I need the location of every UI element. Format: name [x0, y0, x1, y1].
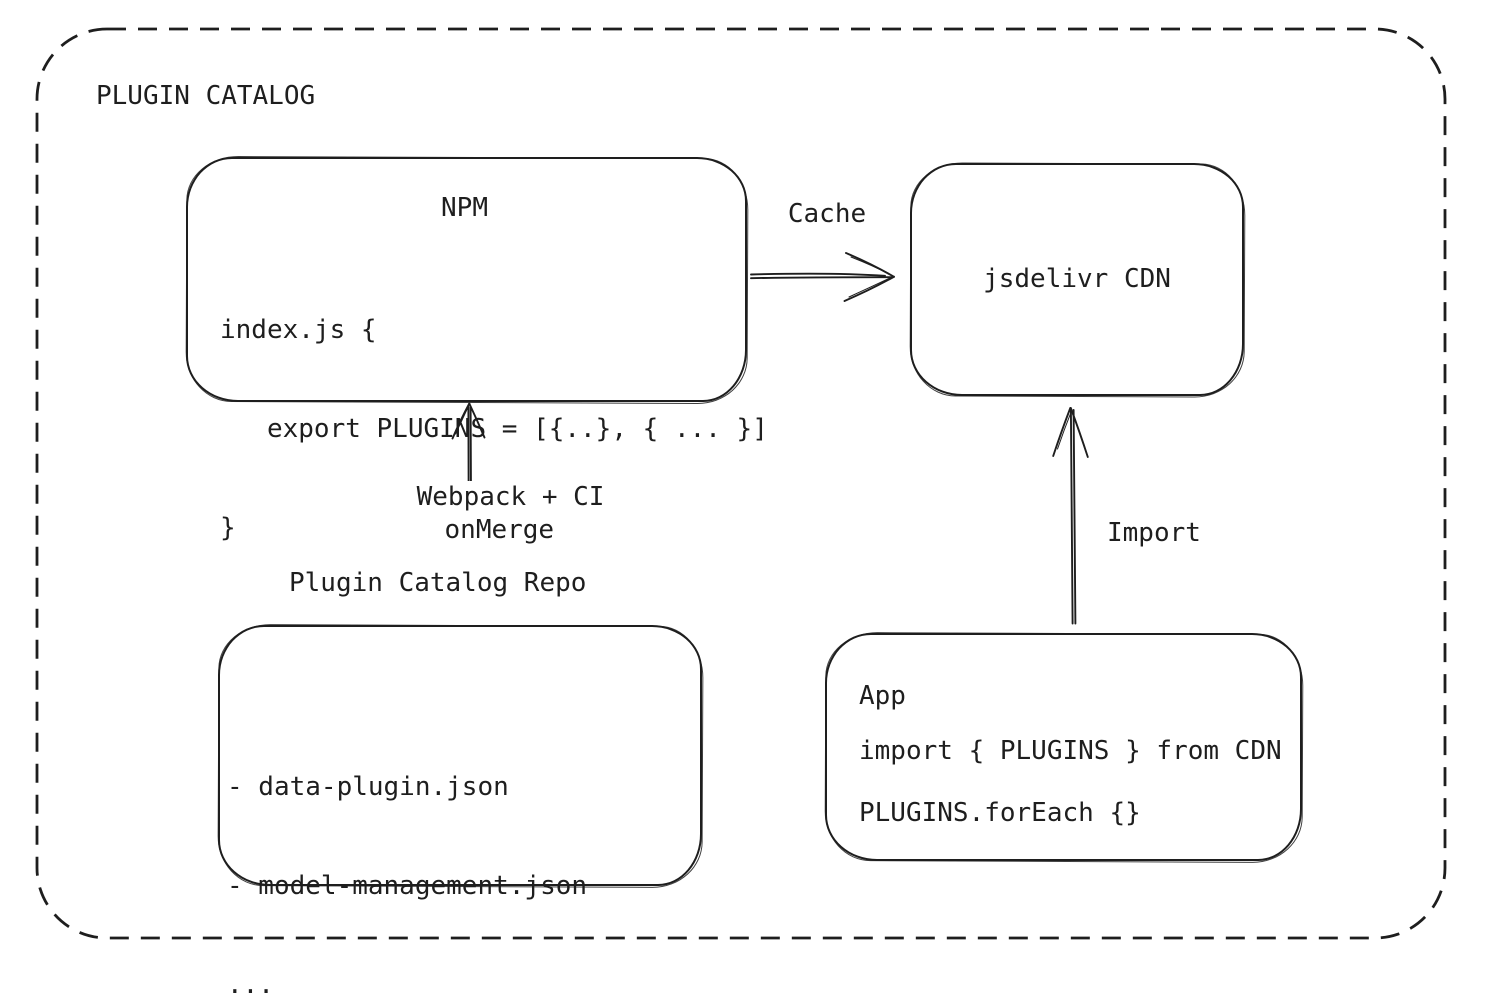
app-code-foreach-line: PLUGINS.forEach {} — [859, 798, 1141, 828]
repo-file-line: - model-management.json — [227, 871, 588, 901]
plugin-catalog-boundary — [35, 27, 1447, 940]
cdn-node: jsdelivr CDN — [910, 163, 1244, 396]
repo-file-line: ... — [227, 970, 274, 1000]
build-arrow-label: Webpack + CI onMerge — [348, 448, 611, 580]
npm-code-line: index.js { — [220, 315, 377, 345]
plugin-catalog-title: PLUGIN CATALOG — [96, 81, 316, 111]
import-arrow — [1052, 407, 1089, 625]
import-arrow-label: Import — [1107, 518, 1201, 548]
app-node-title: App — [859, 681, 906, 711]
cache-arrow-label: Cache — [787, 199, 867, 229]
repo-node — [218, 625, 702, 886]
repo-node-files: - data-plugin.json - model-management.js… — [227, 705, 587, 1002]
repo-file-line: - data-plugin.json — [227, 772, 509, 802]
npm-code-line: } — [220, 513, 236, 543]
build-arrow-label-line2: onMerge — [438, 514, 561, 547]
npm-node-title: NPM — [441, 193, 488, 223]
repo-node-title: Plugin Catalog Repo — [289, 568, 587, 598]
npm-code-line: export PLUGINS = [{..}, { ... }] — [220, 414, 768, 444]
npm-node — [186, 157, 747, 402]
npm-node-code: index.js { export PLUGINS = [{..}, { ...… — [220, 248, 768, 611]
cdn-node-label: jsdelivr CDN — [983, 264, 1171, 294]
build-arrow-label-line1: Webpack + CI — [410, 481, 611, 514]
app-code-import-line: import { PLUGINS } from CDN — [859, 736, 1282, 766]
app-node — [825, 633, 1302, 861]
cache-arrow — [750, 252, 895, 302]
